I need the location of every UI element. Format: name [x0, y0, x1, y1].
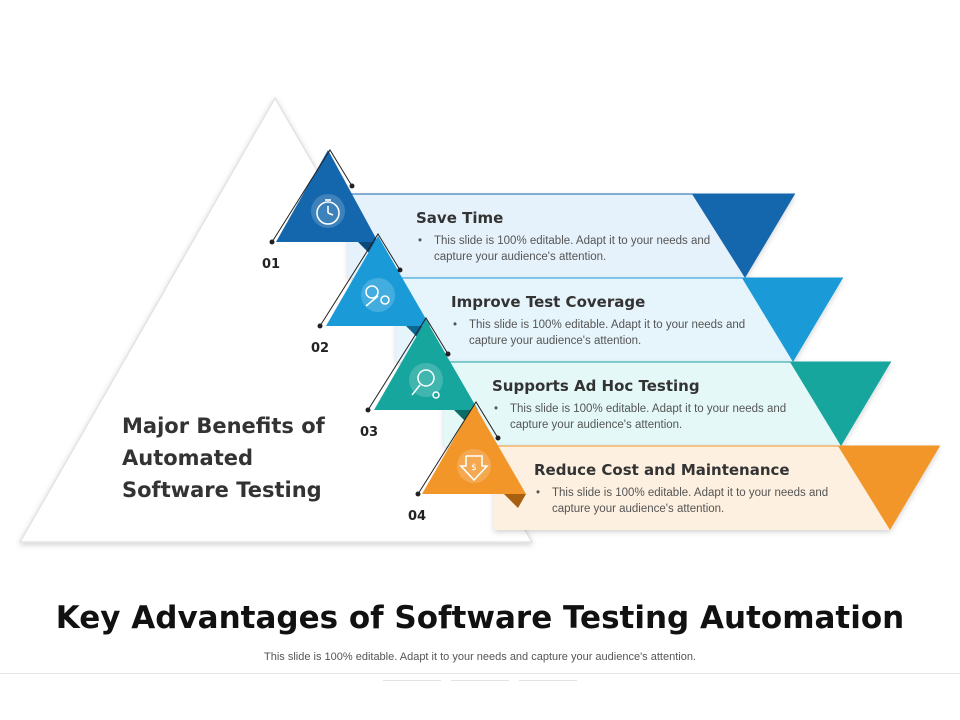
step-1-triangle — [276, 150, 378, 242]
step-description-4: This slide is 100% editable. Adapt it to… — [534, 485, 844, 517]
band-3-arrow — [790, 362, 891, 446]
step-number-4: 04 — [408, 509, 427, 524]
gears-wrench-icon — [361, 278, 395, 312]
step-number-1: 01 — [262, 257, 281, 272]
footer-dash — [519, 680, 577, 681]
step-number-3: 03 — [360, 425, 379, 440]
step-description-1: This slide is 100% editable. Adapt it to… — [416, 233, 726, 265]
stopwatch-icon — [311, 194, 345, 228]
step-3-triangle — [374, 320, 478, 410]
slide-title: Key Advantages of Software Testing Autom… — [55, 600, 905, 636]
band-1-arrow — [692, 194, 795, 278]
step-description-2: This slide is 100% editable. Adapt it to… — [451, 317, 761, 349]
step-number-2: 02 — [311, 341, 330, 356]
footer-dash — [451, 680, 509, 681]
step-title-2: Improve Test Coverage — [451, 293, 646, 311]
magnifier-gear-icon — [409, 363, 443, 399]
step-title-3: Supports Ad Hoc Testing — [492, 377, 700, 395]
step-title-4: Reduce Cost and Maintenance — [534, 461, 790, 479]
svg-text:$: $ — [471, 463, 477, 473]
step-4-triangle — [422, 404, 526, 494]
footer-dash — [383, 680, 441, 681]
step-description-3: This slide is 100% editable. Adapt it to… — [492, 401, 802, 433]
step-title-1: Save Time — [416, 209, 504, 227]
footer-divider — [0, 673, 960, 674]
band-2-arrow — [742, 278, 843, 362]
pyramid-label: Major Benefits of Automated Software Tes… — [122, 414, 325, 502]
step-2-triangle — [326, 236, 430, 326]
dollar-down-icon: $ — [457, 449, 491, 483]
slide-subtitle: This slide is 100% editable. Adapt it to… — [264, 651, 696, 663]
band-4-arrow — [838, 446, 940, 530]
